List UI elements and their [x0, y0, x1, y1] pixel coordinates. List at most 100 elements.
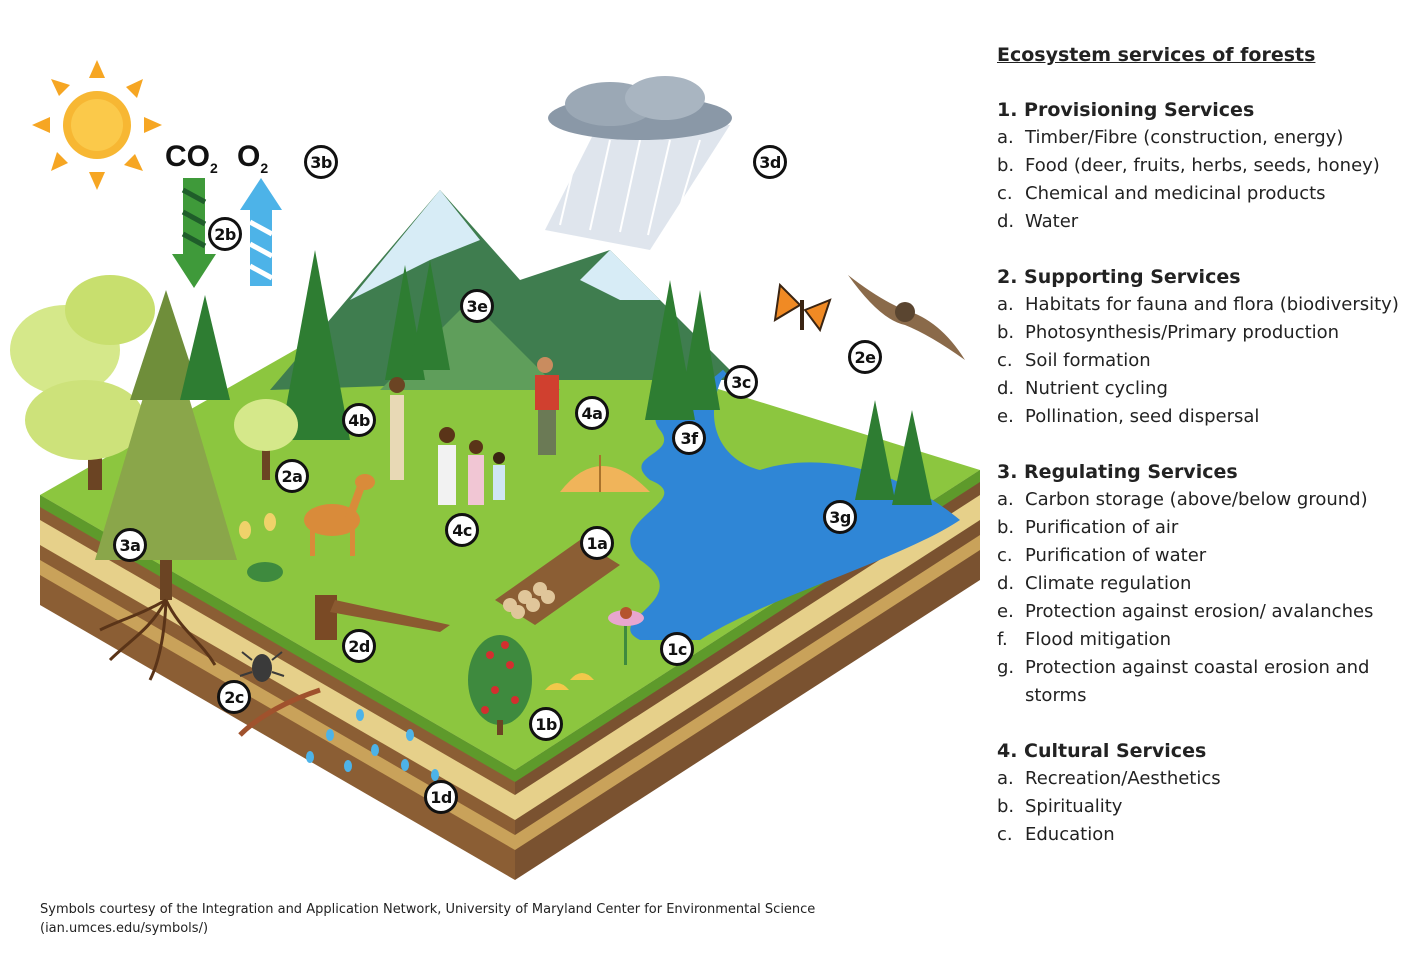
tent-icon — [560, 455, 650, 492]
legend-item-letter: c. — [997, 183, 1013, 204]
legend-item: d.Water — [997, 208, 1402, 236]
legend-item-letter: f. — [997, 629, 1008, 650]
marker-3d: 3d — [753, 145, 787, 179]
legend-section-title: 4. Cultural Services — [997, 740, 1207, 762]
marker-3c: 3c — [724, 365, 758, 399]
small-tree-icon — [234, 399, 298, 480]
legend-section-title: 1. Provisioning Services — [997, 99, 1255, 121]
legend-item-letter: e. — [997, 406, 1014, 427]
legend-item-text: Purification of air — [1025, 517, 1179, 538]
legend-item-text: Food (deer, fruits, herbs, seeds, honey) — [1025, 155, 1380, 176]
marker-3g: 3g — [823, 500, 857, 534]
pine-tree-icon — [95, 290, 237, 600]
legend-item-letter: d. — [997, 211, 1015, 232]
sun-icon — [32, 60, 162, 190]
legend-section: 4. Cultural Services a. Recreation/Aesthet… — [997, 737, 1402, 849]
legend-item: d. Nutrient cycling — [997, 375, 1402, 403]
tree-icon — [10, 275, 155, 490]
credit-text: Symbols courtesy of the Integration and … — [40, 900, 940, 938]
legend-item-text: Flood mitigation — [1025, 629, 1172, 650]
earthworm-icon — [238, 687, 321, 737]
legend-item-text: Soil formation — [1025, 350, 1151, 371]
legend-item-text: Nutrient cycling — [1025, 378, 1168, 399]
bat-icon — [848, 275, 965, 360]
legend-item: f. Flood mitigation — [997, 626, 1402, 654]
legend-item: b. Food (deer, fruits, herbs, seeds, hone… — [997, 152, 1402, 180]
mushroom-icon — [545, 673, 594, 690]
legend-item-letter: a. — [997, 294, 1014, 315]
legend-item-text: Habitats for fauna and flora (biodiversi… — [1025, 294, 1399, 315]
forest-ecosystem-scene: CO2 O2 3b 2b 3d 3e 3c 2e 4b 4a 3f 2a 3g … — [10, 60, 980, 880]
legend-item: b. Purification of air — [997, 514, 1402, 542]
legend-item-letter: c. — [997, 350, 1013, 371]
legend-item-text: Carbon storage (above/below ground) — [1025, 489, 1368, 510]
legend-item-text: Timber/Fibre (construction, energy) — [1025, 127, 1344, 148]
marker-4c: 4c — [445, 513, 479, 547]
legend-item: c. Chemical and medicinal products — [997, 180, 1402, 208]
legend-item-letter: b. — [997, 796, 1015, 817]
legend-item-text: Spirituality — [1025, 796, 1123, 817]
legend-item-text: Climate regulation — [1025, 573, 1192, 594]
marker-3f: 3f — [672, 421, 706, 455]
legend-item-letter: g. — [997, 657, 1015, 678]
legend-item-letter: b. — [997, 155, 1015, 176]
legend-panel: Ecosystem services of forests 1. Provisi… — [997, 44, 1402, 876]
legend-item: c.Education — [997, 821, 1402, 849]
legend-section-title: 3. Regulating Services — [997, 461, 1238, 483]
marker-2b: 2b — [208, 217, 242, 251]
scene-illustration — [10, 60, 980, 880]
berry-bush-icon — [468, 635, 532, 735]
legend-item-letter: e. — [997, 601, 1014, 622]
land-block — [40, 330, 980, 880]
legend-item-letter: d. — [997, 378, 1015, 399]
legend-item-text: Purification of water — [1025, 545, 1207, 566]
marker-1c: 1c — [660, 632, 694, 666]
credit-line-1: Symbols courtesy of the Integration and … — [40, 902, 816, 917]
log-pile-icon — [495, 540, 620, 625]
legend-item: c. Purification of water — [997, 542, 1402, 570]
people-icon — [389, 357, 559, 505]
legend-item: b. Spirituality — [997, 793, 1402, 821]
legend-item: a. Habitats for fauna and flora (biodiver… — [997, 291, 1402, 319]
fallen-tree-icon — [315, 595, 450, 640]
marker-4a: 4a — [575, 396, 609, 430]
marker-2d: 2d — [342, 629, 376, 663]
conifer-trees-icon — [180, 250, 932, 505]
legend-item-text: Recreation/Aesthetics — [1025, 768, 1221, 789]
legend-item-text: Protection against coastal erosion and s… — [1025, 657, 1370, 706]
legend-item-letter: c. — [997, 824, 1013, 845]
legend-item-letter: c. — [997, 545, 1013, 566]
legend-item: e. Pollination, seed dispersal — [997, 403, 1402, 431]
legend-item-text: Pollination, seed dispersal — [1025, 406, 1260, 427]
legend-section: 2. Supporting Services a. Habitats for fau… — [997, 263, 1402, 431]
deer-icon — [304, 474, 375, 556]
legend-item: a.Carbon storage (above/below ground) — [997, 486, 1402, 514]
legend-item: b.Photosynthesis/Primary production — [997, 319, 1402, 347]
flower-icon — [608, 607, 644, 665]
water-drops-icon — [306, 709, 439, 781]
legend-sections: 1. Provisioning Services a. Timber/Fibre (… — [997, 96, 1402, 849]
marker-1a: 1a — [580, 526, 614, 560]
legend-item-letter: a. — [997, 127, 1014, 148]
marker-3a: 3a — [113, 528, 147, 562]
marker-4b: 4b — [342, 403, 376, 437]
legend-item-text: Chemical and medicinal products — [1025, 183, 1326, 204]
marker-1b: 1b — [529, 707, 563, 741]
legend-section: 1. Provisioning Services a. Timber/Fibre (… — [997, 96, 1402, 236]
legend-item-letter: a. — [997, 768, 1014, 789]
legend-section-title: 2. Supporting Services — [997, 266, 1241, 288]
legend-item-text: Protection against erosion/ avalanches — [1025, 601, 1374, 622]
marker-1d: 1d — [424, 780, 458, 814]
marker-2a: 2a — [275, 459, 309, 493]
legend-item: g. Protection against coastal erosion and… — [997, 654, 1402, 710]
legend-item-letter: b. — [997, 517, 1015, 538]
credit-line-2: (ian.umces.edu/symbols/) — [40, 921, 209, 936]
marker-3e: 3e — [460, 289, 494, 323]
legend-title: Ecosystem services of forests — [997, 44, 1316, 66]
co2-arrow-icon — [172, 178, 216, 288]
legend-section: 3. Regulating Services a.Carbon storage (… — [997, 458, 1402, 710]
legend-item: c. Soil formation — [997, 347, 1402, 375]
o2-arrow-icon — [240, 178, 282, 286]
legend-item-letter: b. — [997, 322, 1015, 343]
marker-2e: 2e — [848, 340, 882, 374]
